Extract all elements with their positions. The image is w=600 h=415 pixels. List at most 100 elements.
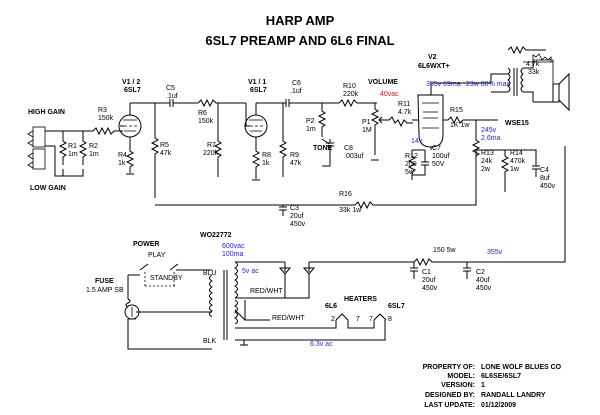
high-gain-label: HIGH GAIN — [28, 109, 65, 116]
v40ac-label: 40vac — [380, 91, 399, 98]
r15-label: R15 — [450, 107, 463, 114]
pin-8: 8 — [388, 316, 392, 323]
r16-value: 33k 1w — [339, 207, 362, 214]
output-transformer — [507, 67, 524, 96]
resistor-r7 — [213, 103, 223, 177]
v600-label: 600vac — [222, 243, 245, 250]
v5ac-label: 5v ac — [242, 268, 259, 275]
r13-label: R13 — [481, 150, 494, 157]
blk-label: BLK — [203, 338, 217, 345]
capacitor-c8 — [322, 139, 334, 167]
r10-value: 220k — [343, 91, 359, 98]
pin-2: 2 — [331, 316, 335, 323]
r14-watt: 1w — [510, 166, 520, 173]
pin-7a: 7 — [356, 316, 360, 323]
resistor-r14 — [500, 150, 510, 192]
p1-label: P1 — [362, 119, 371, 126]
info-key-property: PROPERTY OF: — [423, 364, 475, 371]
resistor-r15 — [443, 115, 478, 125]
c3-label: C3 — [290, 205, 299, 212]
c1-watt: 450v — [422, 285, 438, 292]
p2-value: 1m — [306, 126, 316, 133]
r13-value: 24k — [481, 158, 493, 165]
v14-label: 14v — [411, 138, 423, 145]
resistor-r5 — [150, 103, 160, 198]
r5-value: 47k — [160, 150, 172, 157]
r150-label: 150 5w — [433, 247, 457, 254]
resistor-r8 — [251, 145, 261, 181]
heaters-label: HEATERS — [344, 296, 377, 303]
r11-label: R11 — [398, 101, 410, 108]
r2-label: R2 — [89, 143, 98, 150]
v63-label: 6.3v ac — [310, 341, 333, 348]
r12-value: 200 — [405, 161, 417, 168]
c5-label: C5 — [166, 85, 175, 92]
v1b-type: 6SL7 — [250, 87, 267, 94]
c1-label: C1 — [422, 269, 431, 276]
resistor-r11 — [386, 116, 413, 128]
v355-69ma-label: 355v 69ma — [426, 81, 461, 88]
resistor-r9 — [278, 103, 288, 177]
capacitor-c2 — [463, 262, 471, 279]
r15-value: 1K 1w — [450, 122, 470, 129]
heater-6l6-label: 6L6 — [325, 303, 337, 310]
heater-icon — [335, 313, 387, 321]
power-transformer — [209, 261, 238, 340]
volume-label: VOLUME — [368, 79, 398, 86]
c4-label: C4 — [540, 167, 549, 174]
capacitor-c1 — [410, 262, 418, 279]
fuse-label: FUSE — [95, 278, 114, 285]
r12-watt: 5w — [405, 169, 415, 176]
fuse-icon — [125, 275, 131, 308]
r-out2-label: 33k — [528, 69, 540, 76]
r1-label: R1 — [68, 143, 77, 150]
c7-watt: 50V — [432, 161, 445, 168]
c3-watt: 450v — [290, 221, 306, 228]
resistor-r13 — [471, 119, 498, 176]
info-key-update: LAST UPDATE: — [424, 402, 475, 409]
c7-label: C7 — [432, 145, 441, 152]
r6-value: 150k — [198, 118, 214, 125]
resistor-r16 — [155, 150, 477, 210]
r11-value: 4.7k — [398, 109, 412, 116]
speaker-icon — [552, 72, 570, 112]
r12-label: R12 — [405, 153, 418, 160]
resistor-r6 — [173, 98, 236, 108]
pin-7b: 7 — [369, 316, 373, 323]
info-val-model: 6L6SE/6SL7 — [481, 373, 521, 380]
r10-label: R10 — [343, 83, 356, 90]
c8-value: .003uf — [344, 153, 364, 160]
r1-value: 1m — [68, 151, 78, 158]
v1b-name: V1 / 1 — [248, 79, 266, 86]
blu-label: BLU — [203, 270, 217, 277]
redwht-label-1: RED/WHT — [250, 288, 283, 295]
capacitor-c3 — [279, 205, 287, 216]
power-switch[interactable] — [139, 263, 179, 287]
title-line-1: HARP AMP — [266, 13, 335, 28]
p2-label: P2 — [306, 118, 315, 125]
r8-value: 1k — [262, 160, 270, 167]
capacitor-c7 — [412, 161, 429, 176]
rectifier-icon — [278, 267, 316, 275]
title-block: PROPERTY OF: LONE WOLF BLUES CO MODEL: 6… — [423, 364, 562, 409]
info-key-model: MODEL: — [447, 373, 475, 380]
v100ma-label: 100ma — [222, 251, 244, 258]
p1-value: 1M — [362, 127, 372, 134]
v23w-label: 23w 80% max — [466, 81, 510, 88]
r14-label: R14 — [510, 150, 523, 157]
info-val-update: 01/12/2009 — [481, 402, 516, 409]
r9-label: R9 — [290, 152, 299, 159]
r14-value: 470k — [510, 158, 526, 165]
c1-value: 20uf — [422, 277, 436, 284]
c6-label: C6 — [292, 80, 301, 87]
tube-v1a — [118, 114, 142, 138]
redwht-label-2: RED/WHT — [272, 315, 305, 322]
r8-label: R8 — [262, 152, 271, 159]
r7-value: 220k — [203, 150, 219, 157]
wse15-label: WSE15 — [505, 120, 529, 127]
standby-label: STANDBY — [150, 275, 183, 282]
info-val-property: LONE WOLF BLUES CO — [481, 364, 562, 371]
c5-value: .1uf — [166, 93, 178, 100]
resistor-r4 — [125, 145, 135, 175]
